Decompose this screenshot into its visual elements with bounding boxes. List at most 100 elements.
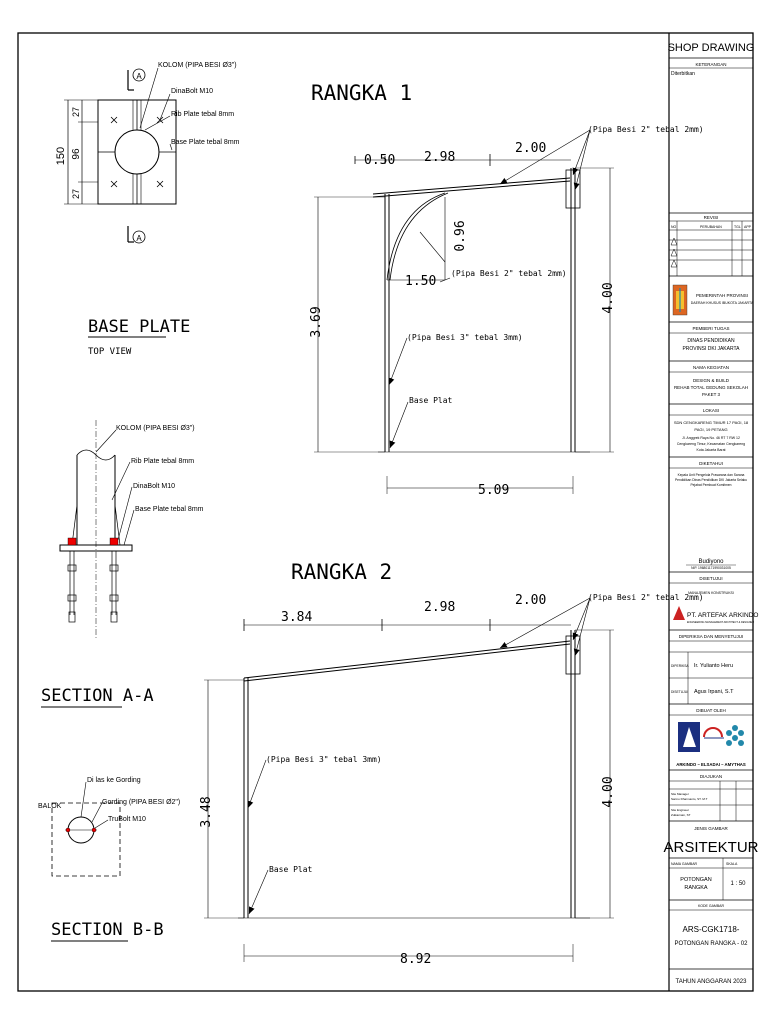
label-kolom: KOLOM (PIPA BESI Ø3")	[158, 62, 237, 69]
tb-mk-tagline: ENGINEERING MANAGEMENT ARCHITECT & DESIG…	[687, 621, 754, 624]
tb-kode-label: KODE GAMBAR	[698, 904, 725, 908]
tb-revisi-label: REVISI	[704, 215, 719, 220]
tb-diketahui-line1: Kepala Unit Pengelola Prasarana dan Sara…	[678, 473, 745, 477]
r2-dim-200: 2.00	[515, 593, 546, 608]
bb-label-gording: Gording (PIPA BESI Ø2")	[102, 799, 180, 806]
dim-27-bottom: 27	[71, 189, 81, 199]
tb-diketahui-line2: Pendidikan Dinas Pendidikan DKI Jakarta …	[675, 478, 747, 482]
tb-jenis-value: ARSITEKTUR	[663, 839, 758, 856]
tb-skala-value: 1 : 50	[730, 881, 746, 887]
tb-lokasi-line3: Jl. Anggrek Raya No. 46 RT 7 RW 12	[682, 436, 740, 440]
tb-signer-nip: NIP. 196801171990031005	[691, 566, 731, 570]
r1-dim-150: 1.50	[405, 274, 436, 289]
r1-label-pipa2-brace: (Pipa Besi 2" tebal 2mm)	[451, 269, 567, 278]
rangka1-title: RANGKA 1	[311, 81, 412, 105]
tb-dibuat-label: DIBUAT OLEH	[696, 708, 726, 713]
r1-label-pipa3: (Pipa Besi 3" tebal 3mm)	[407, 333, 523, 342]
base-plate-top-view: 150 96 27 27 A A KOLOM (PIPA BESI Ø3") D…	[55, 62, 240, 357]
tb-lokasi-line5: Kota Jakarta Barat	[697, 448, 726, 452]
tb-lokasi-line4: Cengkareng Timur, Kecamatan Cengkareng	[677, 442, 745, 446]
tb-diperiksa-name2: Agus Irpani, S.T	[694, 689, 734, 695]
bb-label-trubolt: TruBolt M10	[108, 816, 146, 823]
section-marker-bottom-label: A	[136, 234, 142, 243]
r2-dim-400: 4.00	[601, 776, 616, 807]
label-dinabolt: DinaBolt M10	[171, 88, 213, 95]
tb-jenis-label: JENIS GAMBAR	[694, 826, 728, 831]
tb-kode-line1: ARS-CGK1718-	[683, 925, 740, 934]
bb-label-balok: BALOK	[38, 803, 62, 810]
tb-kegiatan-line1: DESIGN & BUILD	[693, 378, 730, 383]
tb-kegiatan-label: NAMA KEGIATAN	[693, 365, 729, 370]
tb-revisi-col-no: NO	[671, 225, 677, 229]
tb-lokasi-line1: SDN CENGKARENG TIMUR 17 PAGI, 18	[674, 420, 749, 425]
r1-label-pipa2-top: (Pipa Besi 2" tebal 2mm)	[588, 125, 704, 134]
r2-label-pipa3: (Pipa Besi 3" tebal 3mm)	[266, 755, 382, 764]
base-plate-subtitle: TOP VIEW	[88, 347, 132, 357]
dim-150: 150	[55, 147, 67, 165]
bb-label-las: Di las ke Gording	[87, 777, 141, 784]
tb-lokasi-line2: PAGI, 19 PETANG	[694, 427, 727, 432]
tb-diperiksa-name1: Ir. Yulianto Heru	[694, 663, 733, 669]
artefak-logo-icon	[673, 606, 685, 620]
r1-dim-400: 4.00	[601, 282, 616, 313]
tb-diperiksa-role1: DIPERIKSA	[671, 664, 689, 668]
r1-dim-050: 0.50	[364, 153, 395, 168]
tb-nama-gambar-line1: POTONGAN	[680, 877, 711, 883]
dim-96: 96	[71, 148, 82, 160]
tb-skala-label: SKALA	[726, 862, 738, 866]
r1-dim-096: 0.96	[453, 220, 468, 251]
tb-lokasi-label: LOKASI	[703, 408, 719, 413]
base-plate-title: BASE PLATE	[88, 317, 190, 337]
r2-dim-892: 8.92	[400, 952, 431, 967]
title-block: SHOP DRAWING KETERANGAN Diterbitkan REVI…	[663, 33, 759, 991]
kso-logos-icon	[678, 722, 744, 752]
tb-diperiksa-role2: DISETUJUI	[671, 690, 688, 694]
tb-diajukan-row1: Site Manager	[671, 792, 689, 796]
tb-kegiatan-line2: REHAB TOTAL GEDUNG SEKOLAH	[674, 385, 748, 390]
r2-label-base: Base Plat	[269, 865, 313, 874]
rangka1-drawing: RANGKA 1 0.50 2.98 2.00 0.96 1.50	[309, 81, 704, 498]
r2-dim-384: 3.84	[281, 610, 312, 625]
tb-diajukan-name1: Sarmo Dharmanto, ST. M.T	[671, 797, 708, 801]
aa-label-dinabolt: DinaBolt M10	[133, 483, 175, 490]
aa-label-base: Base Plate tebal 8mm	[135, 506, 204, 513]
tb-kegiatan-line3: PAKET 3	[702, 392, 721, 397]
r1-label-base: Base Plat	[409, 396, 453, 405]
r2-dim-298: 2.98	[424, 600, 455, 615]
tb-diketahui-line3: Pejabat Pembuat Komitmen	[690, 483, 731, 487]
tb-gov-line1: PEMERINTAH PROVINSI	[696, 293, 748, 298]
tb-diperiksa-label: DIPERIKSA DAN MENYETUJUI	[679, 634, 744, 639]
r1-dim-369: 3.69	[309, 306, 324, 337]
tb-diketahui-label: DIKETAHUI	[699, 461, 723, 466]
tb-disetujui-label: DISETUJUI	[699, 576, 722, 581]
r2-label-pipa2: (Pipa Besi 2" tebal 2mm)	[588, 593, 704, 602]
tb-keterangan-label: KETERANGAN	[695, 62, 726, 67]
section-aa: KOLOM (PIPA BESI Ø3") Rib Plate tebal 8m…	[41, 420, 204, 708]
tb-keterangan-value: Diterbitkan	[671, 71, 695, 77]
r2-dim-348: 3.48	[199, 796, 214, 827]
section-bb: Di las ke Gording BALOK Gording (PIPA BE…	[38, 777, 180, 942]
tb-diajukan-label: DIAJUKAN	[700, 774, 722, 779]
sheet-border	[17, 32, 754, 992]
tb-header: SHOP DRAWING	[668, 42, 755, 54]
label-rib-plate: Rib Plate tebal 8mm	[171, 111, 234, 118]
aa-label-kolom: KOLOM (PIPA BESI Ø3")	[116, 425, 195, 432]
tb-kode-line2: POTONGAN RANGKA - 02	[675, 941, 749, 947]
section-marker-top-label: A	[136, 72, 142, 81]
tb-pemberi-line2: PROVINSI DKI JAKARTA	[682, 346, 740, 352]
section-marker-top	[132, 68, 146, 82]
tb-revisi-col-perubahan: PERUBAHAN	[700, 225, 722, 229]
tb-mk-company: PT. ARTEFAK ARKINDO	[687, 612, 758, 619]
section-aa-title: SECTION A-A	[41, 686, 154, 706]
tb-nama-gambar-line2: RANGKA	[684, 885, 708, 891]
dki-jakarta-logo-icon	[672, 284, 688, 316]
rangka2-drawing: RANGKA 2 3.84 2.98 2.00 3.48 4.00	[199, 560, 704, 967]
r1-dim-298: 2.98	[424, 150, 455, 165]
r1-dim-509: 5.09	[478, 483, 509, 498]
tb-revisi-col-tgl: TGL	[734, 225, 741, 229]
tb-gov-line2: DAERAH KHUSUS IBUKOTA JAKARTA	[691, 301, 754, 305]
section-bb-title: SECTION B-B	[51, 920, 164, 940]
dim-27-top: 27	[71, 107, 81, 117]
